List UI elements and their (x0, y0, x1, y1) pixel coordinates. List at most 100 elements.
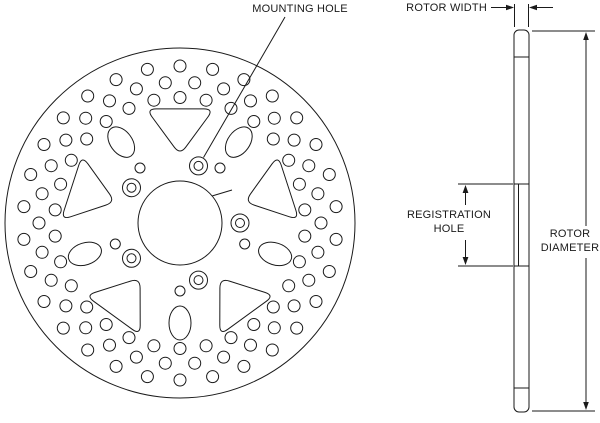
spoke-cutout (89, 279, 141, 332)
drill-hole (188, 76, 202, 90)
drill-hole (147, 339, 161, 353)
drill-hole (322, 168, 336, 181)
mounting-hole (122, 248, 141, 268)
rotor-diameter-dimension: ROTOR DIAMETER (532, 30, 599, 412)
drill-hole (56, 111, 70, 125)
drill-hole (188, 356, 202, 370)
drill-hole (81, 89, 95, 103)
teardrop-cutout (168, 305, 192, 341)
spoke-cutout (247, 159, 298, 219)
drill-hole (287, 133, 301, 147)
drill-hole (80, 300, 94, 314)
center-hole-notch (211, 189, 233, 197)
center-registration-hole (137, 180, 223, 266)
registration-hole-label-line2: HOLE (434, 223, 465, 235)
mounting-hole (122, 178, 141, 198)
drill-hole (59, 299, 73, 313)
arrowhead-up-icon (583, 32, 589, 40)
drill-hole (282, 279, 296, 293)
mounting-hole-bore (193, 160, 204, 171)
drill-hole (224, 331, 238, 345)
drill-hole (103, 94, 116, 108)
teardrop-cutout (258, 241, 293, 267)
drill-hole (265, 89, 279, 103)
drill-hole (292, 177, 306, 191)
drill-hole (199, 339, 213, 353)
drill-hole (122, 101, 136, 115)
drill-hole (35, 245, 49, 259)
spoke-cutout (149, 108, 211, 152)
drill-hole (129, 350, 143, 364)
drill-hole (266, 132, 280, 146)
spoke-cutout (219, 279, 271, 332)
drill-hole (56, 321, 70, 335)
mounting-hole-leader-line (203, 16, 286, 158)
arrowhead-down-icon (583, 402, 589, 410)
drill-hole (59, 133, 73, 147)
drill-hole (17, 200, 31, 214)
drill-hole (314, 216, 328, 230)
drill-hole (239, 238, 251, 250)
drill-hole (292, 255, 306, 269)
drill-hole (282, 153, 296, 167)
drill-hole (290, 111, 304, 125)
teardrop-cutout (107, 126, 136, 158)
drill-hole (109, 359, 123, 373)
drill-hole (311, 245, 325, 259)
mounting-hole-bore (235, 218, 245, 228)
drill-hole (173, 342, 187, 355)
drill-hole (54, 177, 68, 191)
drill-hole (214, 162, 226, 174)
drill-hole (81, 343, 95, 357)
drill-hole (224, 101, 238, 115)
drill-hole (265, 343, 279, 357)
drill-hole (64, 279, 78, 293)
drilled-holes (17, 59, 343, 387)
drill-hole (247, 318, 261, 331)
arrowhead-up-icon (462, 185, 469, 193)
rotor-width-label: ROTOR WIDTH (406, 2, 487, 14)
rotor-face-view: MOUNTING HOLE (4, 3, 356, 399)
spoke-cutouts (62, 108, 298, 341)
rotor-outer-edge (4, 47, 356, 399)
drill-hole (64, 153, 78, 167)
arrowhead-left-icon (529, 4, 537, 11)
drill-hole (32, 216, 46, 230)
drill-hole (147, 93, 161, 107)
drill-hole (329, 200, 343, 214)
drill-hole (322, 265, 336, 278)
rotor-diameter-label-line1: ROTOR (550, 228, 591, 240)
teardrop-cutout (224, 126, 253, 158)
drill-hole (309, 295, 323, 308)
drill-hole (298, 203, 312, 217)
teardrop-cutout (67, 241, 102, 267)
drill-hole (48, 229, 62, 243)
drill-hole (247, 115, 261, 128)
drill-hole (173, 91, 187, 104)
rotor-diameter-label-line2: DIAMETER (541, 242, 599, 254)
drill-hole (109, 73, 123, 87)
drill-hole (17, 232, 31, 246)
drill-hole (302, 273, 316, 287)
drill-hole (237, 359, 251, 373)
drill-hole (287, 299, 301, 313)
drill-hole (122, 331, 136, 345)
drill-hole (199, 93, 213, 107)
drill-hole (103, 338, 116, 352)
arrowhead-right-icon (506, 4, 514, 11)
drill-hole (290, 321, 304, 335)
mounting-hole-bore (126, 253, 137, 264)
drill-hole (267, 111, 281, 125)
drill-hole (80, 132, 94, 146)
drill-hole (298, 229, 312, 243)
drill-hole (244, 338, 257, 352)
drill-hole (44, 273, 58, 287)
drill-hole (329, 232, 343, 246)
drill-hole (37, 138, 51, 151)
drill-hole (35, 187, 49, 201)
registration-hole-label-line1: REGISTRATION (407, 209, 491, 221)
drill-hole (311, 187, 325, 201)
drill-hole (266, 300, 280, 314)
drill-hole (217, 350, 231, 364)
